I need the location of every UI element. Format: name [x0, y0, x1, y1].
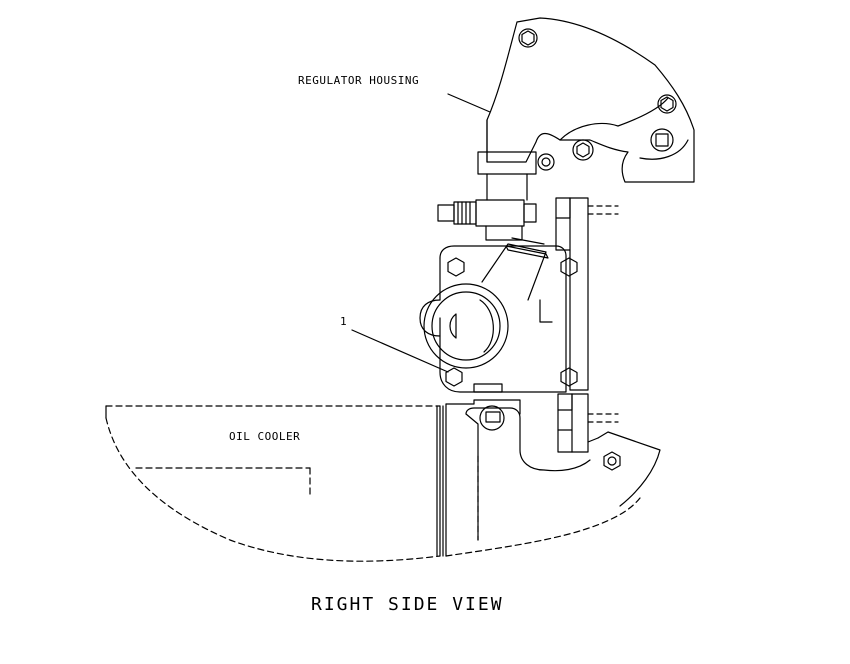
lug-bolt	[604, 452, 620, 470]
oil-cooler-label: OIL COOLER	[229, 430, 301, 443]
view-title: RIGHT SIDE VIEW	[311, 594, 504, 615]
callout-1-label: 1	[340, 315, 348, 328]
pump-bolt-bottom	[446, 368, 462, 386]
bracket-bolt-upper	[561, 258, 577, 276]
housing-clamp-block	[478, 152, 536, 174]
pump-bolt-top	[448, 258, 464, 276]
callout-1-leader	[352, 330, 448, 372]
lower-housing	[446, 400, 660, 556]
regulator-housing-label: REGULATOR HOUSING	[298, 74, 420, 87]
housing-bolt-center	[573, 140, 593, 160]
housing-bolt-top	[519, 29, 537, 47]
oil-cooler	[106, 404, 446, 561]
regulator-housing-leader	[448, 94, 490, 112]
housing-bolt-left	[538, 154, 554, 170]
pump-port	[424, 284, 508, 368]
pump-body	[420, 238, 566, 392]
mounting-bracket	[556, 198, 618, 452]
regulator-housing	[478, 18, 694, 200]
sensor-connector	[438, 200, 536, 240]
housing-bolt-square	[651, 129, 673, 151]
bracket-bolt-lower	[561, 368, 577, 386]
lower-housing-square-plug	[486, 412, 500, 422]
housing-bolt-right	[658, 95, 676, 113]
